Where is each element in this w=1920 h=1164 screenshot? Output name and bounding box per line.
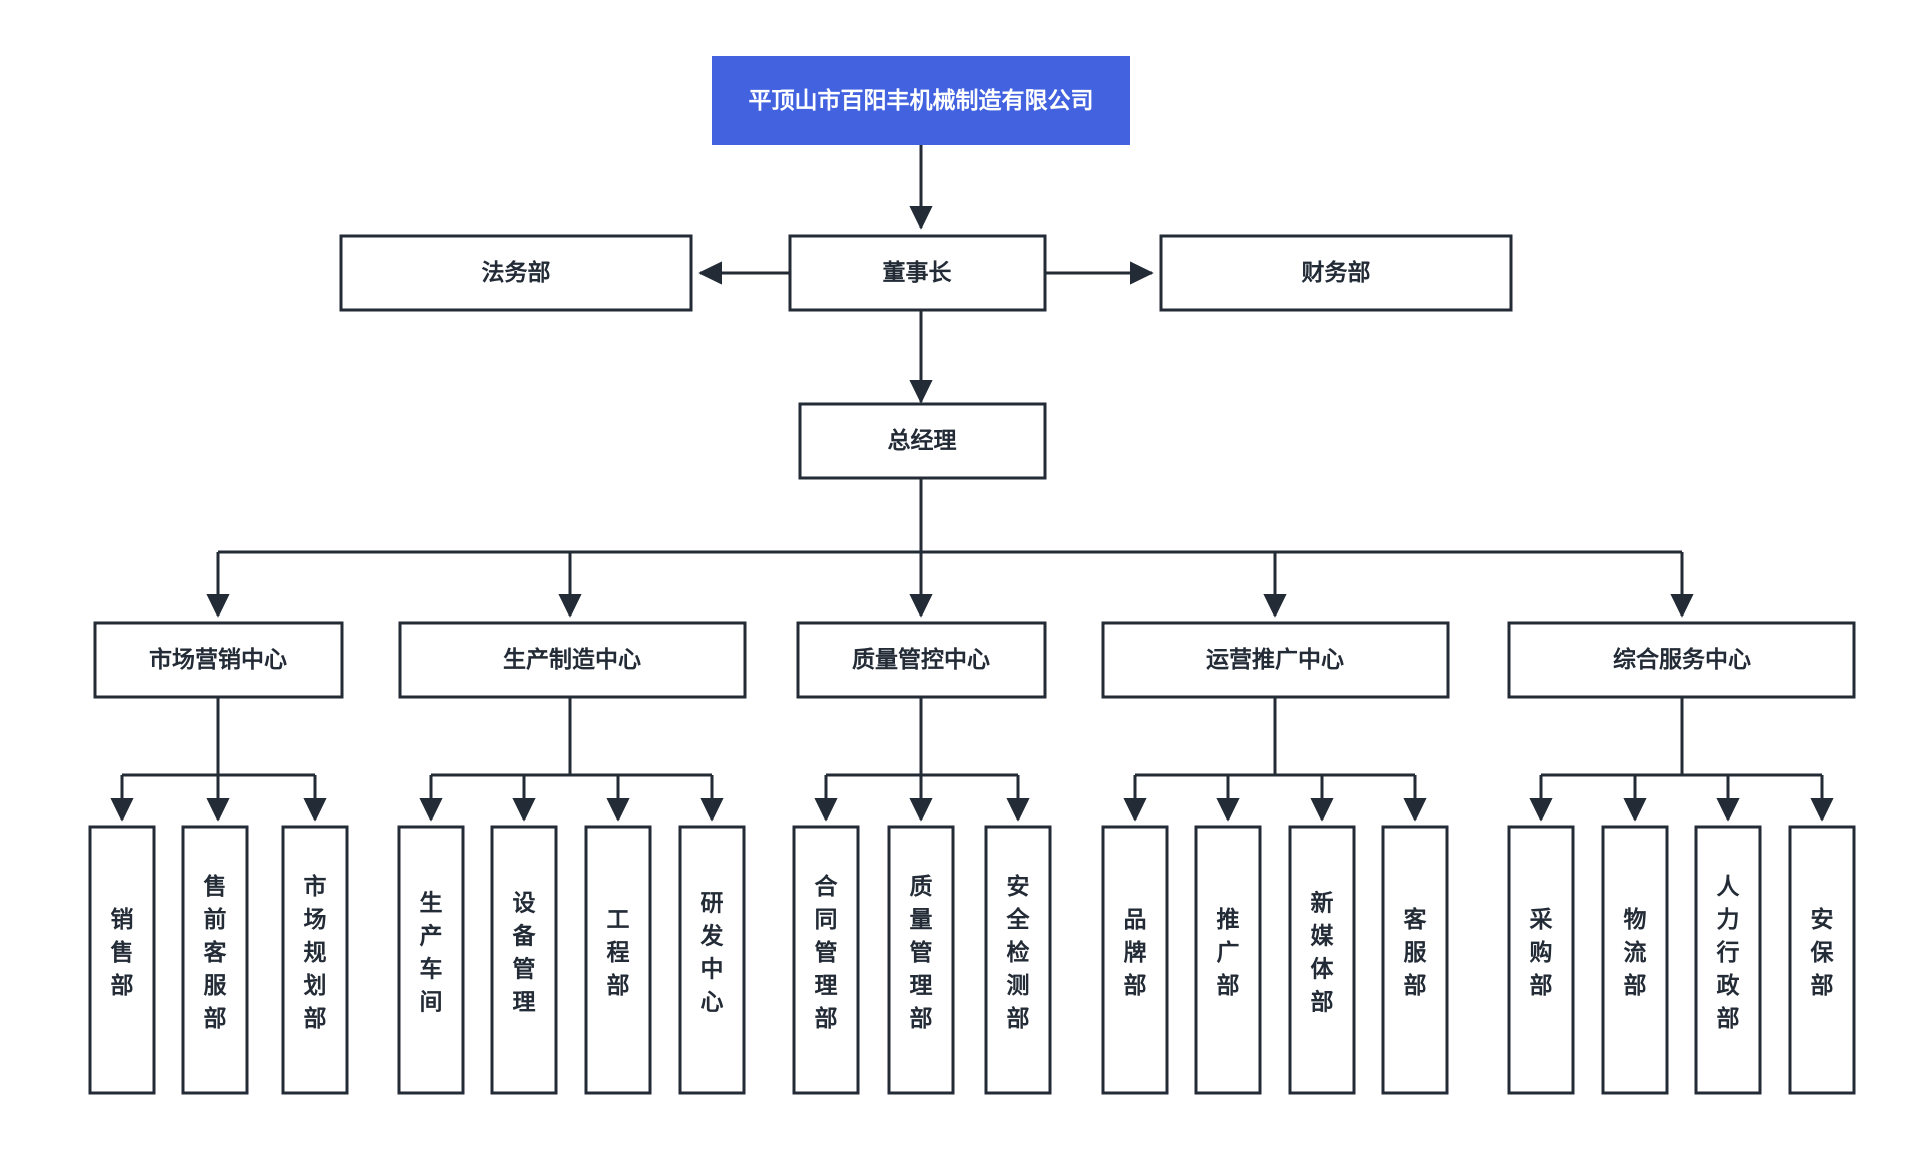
node-dept-1-3[interactable]: 研发中心 [678,825,746,1095]
dept-1-0-label: 生产车间 [420,890,443,1015]
dept-2-0-label: 合同管理部 [815,873,839,1031]
company-root-label: 平顶山市百阳丰机械制造有限公司 [749,87,1094,113]
center-2-label: 质量管控中心 [852,646,990,672]
node-chairman[interactable]: 董事长 [788,234,1047,312]
node-dept-3-2[interactable]: 新媒体部 [1288,825,1356,1095]
node-center-1[interactable]: 生产制造中心 [398,621,747,699]
dept-3-3-box[interactable] [1381,825,1449,1095]
dept-1-2-label: 工程部 [607,906,630,998]
node-center-3[interactable]: 运营推广中心 [1101,621,1450,699]
dept-3-1-box[interactable] [1194,825,1262,1095]
center-4-label: 综合服务中心 [1613,646,1751,672]
node-dept-2-0[interactable]: 合同管理部 [792,825,860,1095]
dept-2-1-label: 质量管理部 [910,873,933,1031]
node-dept-3-0[interactable]: 品牌部 [1101,825,1169,1095]
general-manager-box[interactable] [798,402,1047,480]
node-center-0[interactable]: 市场营销中心 [93,621,344,699]
connector-layer [110,145,1834,822]
node-general-manager[interactable]: 总经理 [798,402,1047,480]
dept-2-2-label: 安全检测部 [1006,873,1031,1031]
dept-1-2-box[interactable] [584,825,652,1095]
dept-1-3-label: 研发中心 [700,890,724,1015]
node-center-4[interactable]: 综合服务中心 [1507,621,1856,699]
dept-1-3-box[interactable] [678,825,746,1095]
dept-0-0-label: 销售部 [111,906,134,998]
node-dept-0-2[interactable]: 市场规划部 [281,825,349,1095]
node-dept-4-3[interactable]: 安保部 [1788,825,1856,1095]
finance-dept-box[interactable] [1159,234,1513,312]
node-dept-0-0[interactable]: 销售部 [88,825,156,1095]
center-3-box[interactable] [1101,621,1450,699]
dept-4-1-box[interactable] [1601,825,1669,1095]
node-finance-dept[interactable]: 财务部 [1159,234,1513,312]
dept-1-1-box[interactable] [490,825,558,1095]
node-dept-1-1[interactable]: 设备管理 [490,825,558,1095]
dept-4-2-box[interactable] [1694,825,1762,1095]
dept-3-1-label: 推广部 [1217,906,1240,998]
center-4-box[interactable] [1507,621,1856,699]
node-company-root[interactable]: 平顶山市百阳丰机械制造有限公司 [712,56,1130,145]
center-0-label: 市场营销中心 [149,646,287,672]
dept-1-0-box[interactable] [397,825,465,1095]
dept-3-2-box[interactable] [1288,825,1356,1095]
center-3-label: 运营推广中心 [1206,646,1344,672]
dept-2-2-box[interactable] [984,825,1052,1095]
node-dept-1-0[interactable]: 生产车间 [397,825,465,1095]
chairman-box[interactable] [788,234,1047,312]
node-dept-4-0[interactable]: 采购部 [1507,825,1575,1095]
dept-4-0-label: 采购部 [1530,906,1553,998]
legal-dept-label: 法务部 [482,259,551,285]
node-dept-1-2[interactable]: 工程部 [584,825,652,1095]
dept-4-2-label: 人力行政部 [1716,873,1741,1031]
dept-3-0-box[interactable] [1101,825,1169,1095]
dept-4-0-box[interactable] [1507,825,1575,1095]
dept-4-1-label: 物流部 [1624,906,1647,998]
node-legal-dept[interactable]: 法务部 [339,234,693,312]
dept-3-0-label: 品牌部 [1124,906,1147,998]
center-1-label: 生产制造中心 [503,646,641,672]
dept-4-3-box[interactable] [1788,825,1856,1095]
node-dept-0-1[interactable]: 售前客服部 [181,825,249,1095]
dept-0-0-box[interactable] [88,825,156,1095]
node-dept-4-1[interactable]: 物流部 [1601,825,1669,1095]
dept-0-1-label: 售前客服部 [204,873,228,1031]
general-manager-label: 总经理 [888,427,957,453]
node-dept-4-2[interactable]: 人力行政部 [1694,825,1762,1095]
center-0-box[interactable] [93,621,344,699]
finance-dept-label: 财务部 [1302,259,1371,285]
company-root-box[interactable] [712,56,1130,145]
node-center-2[interactable]: 质量管控中心 [796,621,1047,699]
node-dept-2-1[interactable]: 质量管理部 [887,825,955,1095]
chairman-label: 董事长 [883,259,953,285]
dept-2-0-box[interactable] [792,825,860,1095]
node-dept-3-1[interactable]: 推广部 [1194,825,1262,1095]
dept-2-1-box[interactable] [887,825,955,1095]
dept-0-2-box[interactable] [281,825,349,1095]
dept-3-2-label: 新媒体部 [1311,890,1335,1015]
dept-3-3-label: 客服部 [1404,906,1428,998]
center-2-box[interactable] [796,621,1047,699]
dept-1-1-label: 设备管理 [512,890,537,1015]
node-dept-3-3[interactable]: 客服部 [1381,825,1449,1095]
dept-0-1-box[interactable] [181,825,249,1095]
node-dept-2-2[interactable]: 安全检测部 [984,825,1052,1095]
center-1-box[interactable] [398,621,747,699]
dept-0-2-label: 市场规划部 [304,873,327,1031]
legal-dept-box[interactable] [339,234,693,312]
dept-4-3-label: 安保部 [1810,906,1835,998]
